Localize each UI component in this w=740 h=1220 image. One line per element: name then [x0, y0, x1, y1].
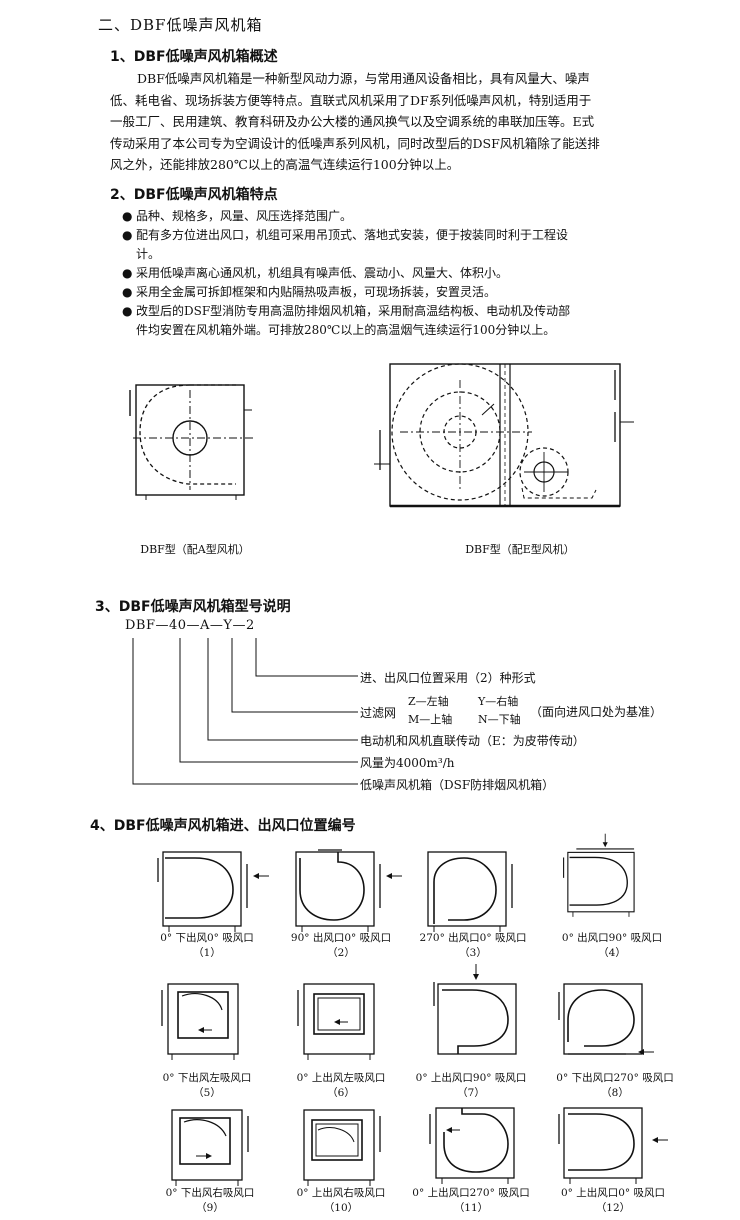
- position-label: 270° 出风口0° 吸风口: [419, 932, 527, 944]
- model-label-filter: 过滤网: [360, 706, 397, 720]
- feature-text: 配有多方位进出风口，机组可采用吊顶式、落地式安装，便于按装同时利于工程设: [136, 228, 569, 242]
- position-caption-3: 270° 出风口0° 吸风口 （3）: [405, 931, 541, 961]
- positions-heading: 4、DBF低噪声风机箱进、出风口位置编号: [90, 818, 356, 834]
- position-diagram-10: [303, 1109, 381, 1186]
- position-caption-2: 90° 出风口0° 吸风口 （2）: [276, 931, 406, 961]
- overview-heading: 1、DBF低噪声风机箱概述: [110, 49, 278, 65]
- position-diagram-12: [558, 1107, 668, 1184]
- model-label-right-shaft: Y—右轴: [478, 695, 519, 708]
- position-label: 0° 出风口90° 吸风口: [561, 932, 663, 944]
- position-number: （1）: [193, 947, 221, 959]
- position-label: 0° 下出风左吸风口: [162, 1072, 252, 1084]
- position-number: （8）: [601, 1087, 629, 1099]
- position-number: （7）: [457, 1087, 485, 1099]
- dbf-e-fan-diagram: [374, 363, 634, 508]
- position-diagram-1: [157, 851, 269, 932]
- position-label: 0° 下出风口270° 吸风口: [556, 1072, 674, 1084]
- position-number: （4）: [598, 947, 626, 959]
- model-label-type: 低噪声风机箱（DSF防排烟风机箱）: [360, 778, 555, 792]
- model-label-left-shaft: Z—左轴: [408, 695, 449, 708]
- position-caption-1: 0° 下出风0° 吸风口 （1）: [142, 931, 272, 961]
- position-label: 0° 上出风左吸风口: [296, 1072, 386, 1084]
- bullet-icon: ●: [122, 304, 133, 318]
- feature-item: ●改型后的DSF型消防专用高温防排烟风机箱，采用耐高温结构板、电动机及传动部: [122, 302, 682, 321]
- model-label-top-shaft: M—上轴: [408, 713, 453, 726]
- position-caption-5: 0° 下出风左吸风口 （5）: [142, 1071, 272, 1101]
- overview-line: 一般工厂、民用建筑、教育科研及办公大楼的通风换气以及空调系统的串联加压等。E式: [110, 114, 595, 129]
- model-label-bottom-shaft: N—下轴: [478, 713, 521, 726]
- position-diagram-8: [558, 983, 654, 1055]
- feature-text: 采用全金属可拆卸框架和内贴隔热吸声板，可现场拆装，安置灵活。: [136, 285, 497, 299]
- overview-line: 传动采用了本公司专为空调设计的低噪声系列风机，同时改型后的DSF风机箱除了能送排: [110, 135, 600, 151]
- section-title: 二、DBF低噪声风机箱: [98, 16, 263, 34]
- position-number: （5）: [193, 1087, 221, 1099]
- position-label: 0° 下出风右吸风口: [165, 1187, 255, 1199]
- position-number: （12）: [595, 1202, 631, 1214]
- model-leader-lines: [132, 638, 358, 785]
- dbf-e-caption: DBF型（配E型风机）: [465, 543, 575, 556]
- position-diagram-4: [563, 833, 635, 917]
- position-diagram-2: [295, 849, 402, 932]
- position-number: （3）: [459, 947, 487, 959]
- position-caption-12: 0° 上出风口0° 吸风口 （12）: [545, 1186, 681, 1216]
- feature-text: 品种、规格多，风量、风压选择范围广。: [136, 209, 353, 223]
- bullet-icon: ●: [122, 228, 133, 242]
- position-caption-9: 0° 下出风右吸风口 （9）: [145, 1186, 275, 1216]
- model-label-airflow: 风量为4000m³/h: [360, 756, 455, 770]
- position-label: 90° 出风口0° 吸风口: [290, 932, 392, 944]
- position-label: 0° 上出风右吸风口: [296, 1187, 386, 1199]
- position-caption-8: 0° 下出风口270° 吸风口 （8）: [545, 1071, 685, 1101]
- overview-line: 低、耗电省、现场拆装方便等特点。直联式风机采用了DF系列低噪声风机，特别适用于: [110, 92, 592, 108]
- feature-text-continued: 计。: [136, 247, 161, 261]
- position-diagram-9: [171, 1109, 249, 1186]
- model-heading: 3、DBF低噪声风机箱型号说明: [95, 599, 291, 615]
- dbf-a-fan-diagram: [129, 384, 253, 500]
- position-number: （9）: [196, 1202, 224, 1214]
- feature-text: 采用低噪声离心通风机，机组具有噪声低、震动小、风量大、体积小。: [136, 266, 509, 280]
- overview-line: 风之外，还能排放280℃以上的高温气连续运行100分钟以上。: [110, 157, 460, 172]
- position-diagram-6: [297, 983, 375, 1060]
- position-label: 0° 下出风0° 吸风口: [160, 932, 254, 944]
- model-label-reference: （面向进风口处为基准）: [530, 705, 663, 719]
- model-code: DBF—40—A—Y—2: [125, 618, 255, 633]
- position-caption-6: 0° 上出风左吸风口 （6）: [276, 1071, 406, 1101]
- position-number: （2）: [327, 947, 355, 959]
- position-caption-4: 0° 出风口90° 吸风口 （4）: [545, 931, 679, 961]
- position-diagram-5: [161, 983, 239, 1060]
- bullet-icon: ●: [122, 285, 133, 299]
- position-label: 0° 上出风口270° 吸风口: [412, 1187, 530, 1199]
- feature-item: ●采用低噪声离心通风机，机组具有噪声低、震动小、风量大、体积小。: [122, 264, 682, 283]
- position-caption-11: 0° 上出风口270° 吸风口 （11）: [403, 1186, 539, 1216]
- feature-item: ●品种、规格多，风量、风压选择范围广。: [122, 207, 682, 226]
- position-diagram-3: [427, 851, 513, 932]
- position-label: 0° 上出风口0° 吸风口: [560, 1187, 666, 1199]
- position-label: 0° 上出风口90° 吸风口: [415, 1072, 527, 1084]
- feature-item: ●配有多方位进出风口，机组可采用吊顶式、落地式安装，便于按装同时利于工程设: [122, 226, 682, 245]
- position-number: （11）: [453, 1202, 489, 1214]
- feature-item: ●采用全金属可拆卸框架和内贴隔热吸声板，可现场拆装，安置灵活。: [122, 283, 682, 302]
- position-diagram-11: [429, 1107, 515, 1184]
- features-heading: 2、DBF低噪声风机箱特点: [110, 187, 278, 203]
- position-caption-10: 0° 上出风右吸风口 （10）: [276, 1186, 406, 1216]
- feature-text: 改型后的DSF型消防专用高温防排烟风机箱，采用耐高温结构板、电动机及传动部: [136, 304, 571, 318]
- bullet-icon: ●: [122, 209, 133, 223]
- model-label-drive: 电动机和风机直联传动（E：为皮带传动）: [360, 734, 585, 748]
- position-number: （6）: [327, 1087, 355, 1099]
- position-diagram-7: [433, 964, 517, 1055]
- dbf-a-caption: DBF型（配A型风机）: [140, 543, 250, 556]
- overview-paragraph: DBF低噪声风机箱是一种新型风动力源，与常用通风设备相比，具有风量大、噪声 低、…: [110, 68, 670, 176]
- position-number: （10）: [323, 1202, 359, 1214]
- bullet-icon: ●: [122, 266, 133, 280]
- feature-text-continued: 件均安置在风机箱外端。可排放280℃以上的高温烟气连续运行100分钟以上。: [136, 323, 556, 337]
- model-label-port-forms: 进、出风口位置采用（2）种形式: [360, 671, 536, 685]
- features-list: ●品种、规格多，风量、风压选择范围广。 ●配有多方位进出风口，机组可采用吊顶式、…: [122, 207, 682, 340]
- overview-line: DBF低噪声风机箱是一种新型风动力源，与常用通风设备相比，具有风量大、噪声: [137, 71, 590, 86]
- position-caption-7: 0° 上出风口90° 吸风口 （7）: [403, 1071, 539, 1101]
